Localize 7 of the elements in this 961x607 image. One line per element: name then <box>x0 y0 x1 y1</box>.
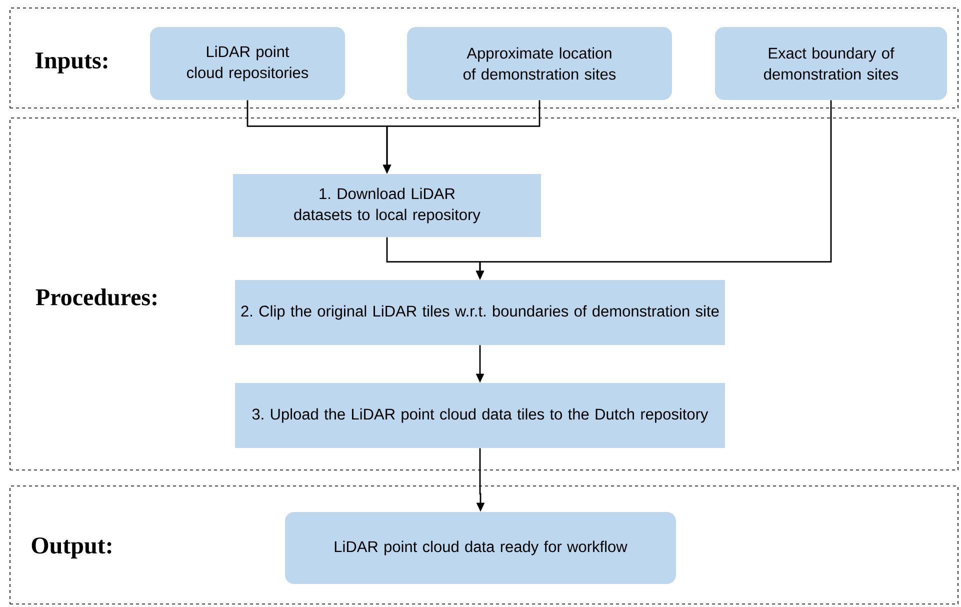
process-box: LiDAR point cloud data ready for workflow <box>285 512 676 584</box>
process-box: Approximate location of demonstration sites <box>407 27 672 100</box>
process-box: 2. Clip the original LiDAR tiles w.r.t. boundaries of demonstration site <box>235 280 725 345</box>
process-box: LiDAR point cloud repositories <box>150 27 345 100</box>
process-box: Exact boundary of demonstration sites <box>715 27 947 100</box>
process-box: 1. Download LiDAR datasets to local repository <box>233 174 541 237</box>
process-box: 3. Upload the LiDAR point cloud data tiles to the Dutch repository <box>235 383 725 448</box>
